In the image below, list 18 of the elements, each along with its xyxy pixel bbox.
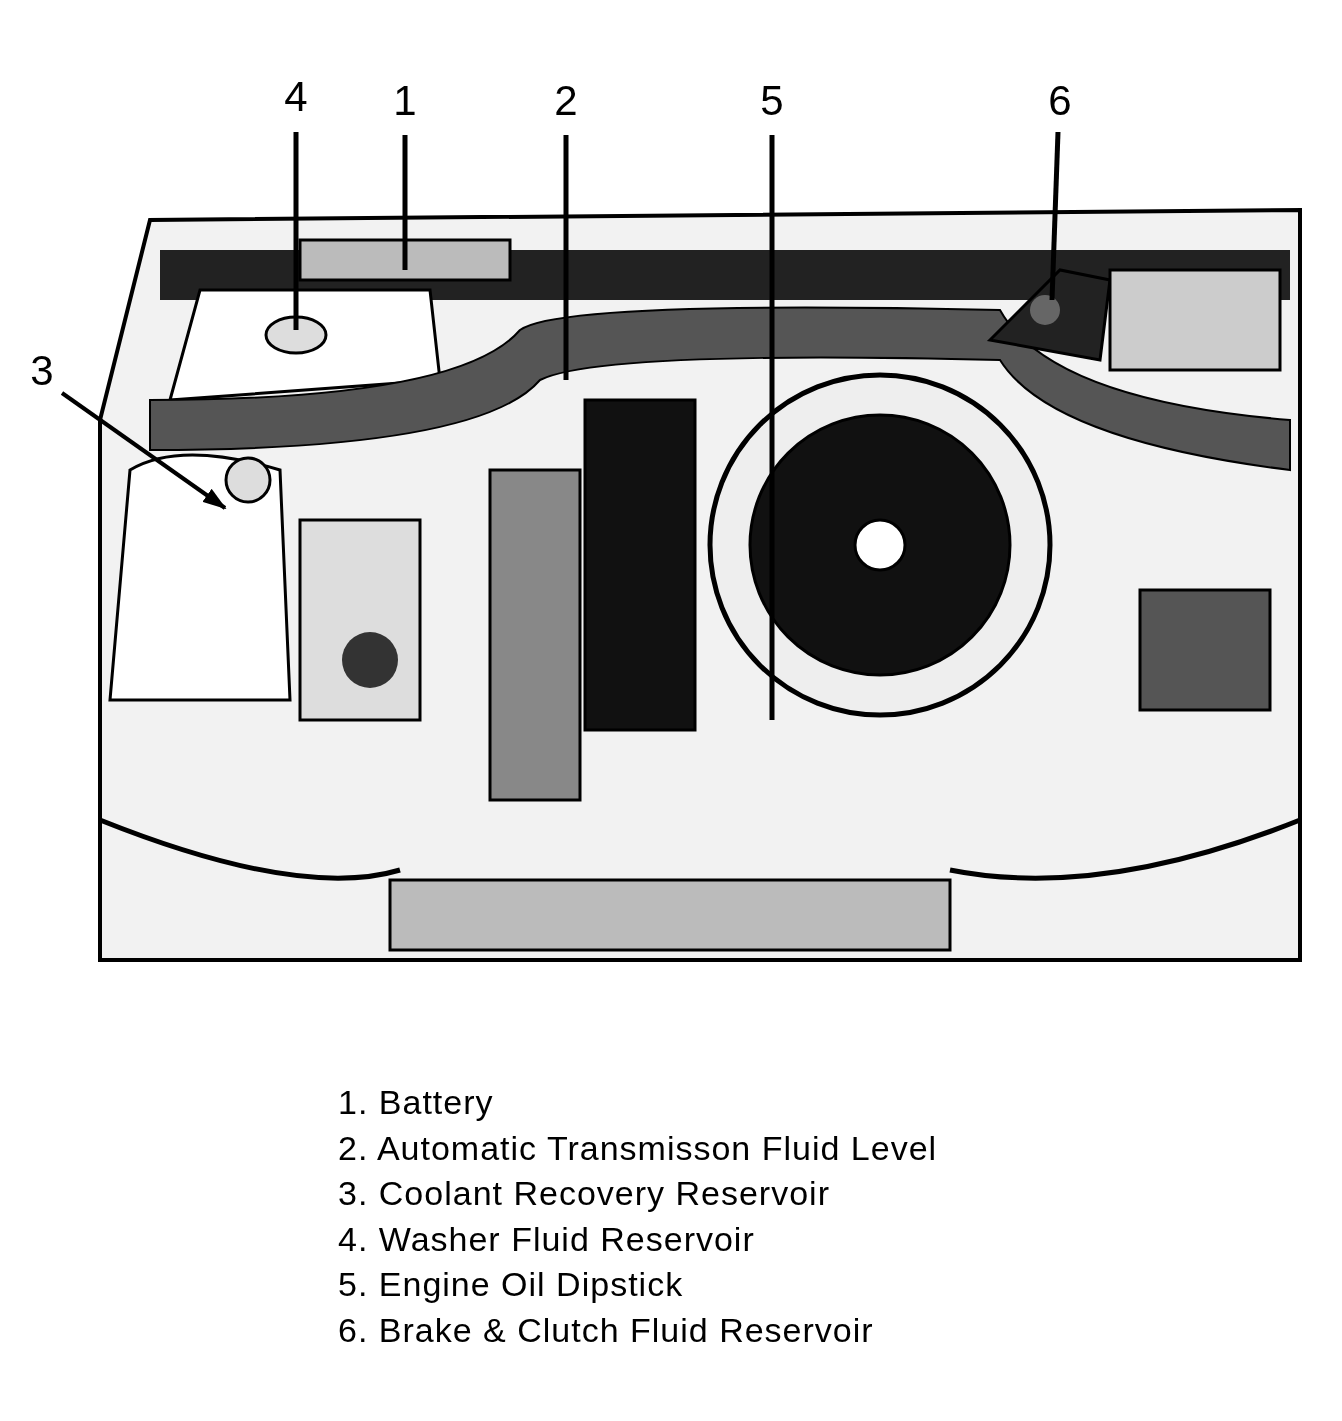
legend-item: 5. Engine Oil Dipstick <box>338 1264 684 1305</box>
leader-line <box>563 135 569 380</box>
leader-line <box>293 132 299 330</box>
callout-number: 4 <box>276 76 316 118</box>
callout-number: 3 <box>22 350 62 392</box>
callout-number: 1 <box>385 80 425 122</box>
legend-item: 1. Battery <box>338 1082 494 1123</box>
callout-number: 6 <box>1040 80 1080 122</box>
callout-number: 2 <box>546 80 586 122</box>
leader-line <box>769 135 775 720</box>
leader-line <box>1049 131 1061 301</box>
legend-item: 2. Automatic Transmisson Fluid Level <box>338 1127 938 1169</box>
legend-item: 4. Washer Fluid Reservoir <box>338 1218 755 1260</box>
legend-item: 3. Coolant Recovery Reservoir <box>338 1173 830 1214</box>
callout-number: 5 <box>752 80 792 122</box>
leader-line <box>402 135 408 270</box>
legend-item: 6. Brake & Clutch Fluid Reservoir <box>338 1309 874 1351</box>
leader-line <box>60 391 227 510</box>
